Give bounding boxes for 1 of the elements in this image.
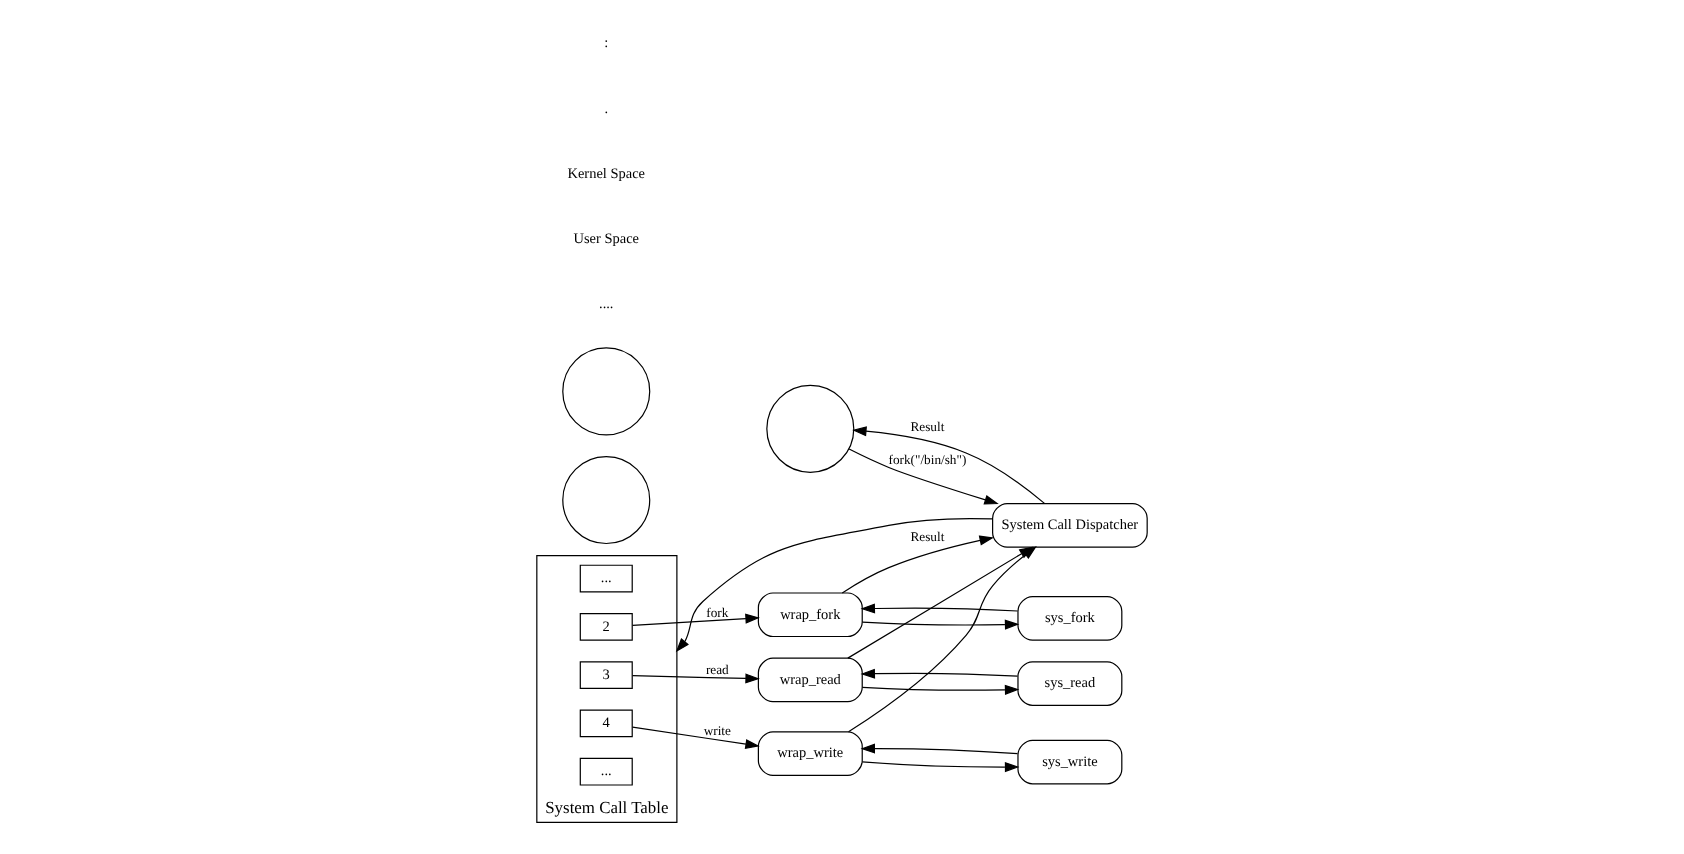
node-label: System Call Table <box>545 797 669 818</box>
